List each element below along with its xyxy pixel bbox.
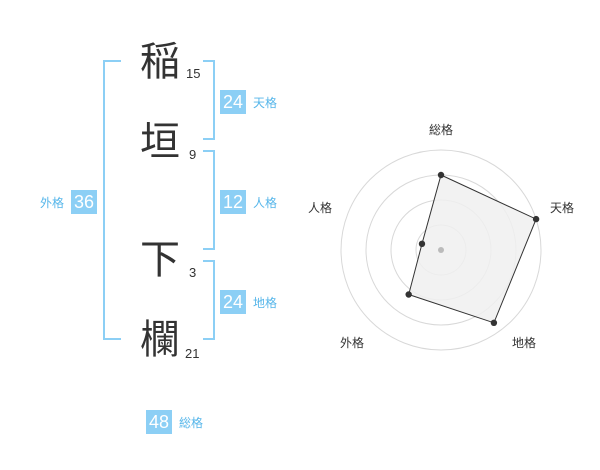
given-char-2-strokes: 21 — [185, 346, 200, 361]
soukaku-value: 48 — [146, 410, 173, 434]
given-char-1-strokes: 3 — [189, 265, 197, 280]
soukaku-label: 総格 — [179, 416, 204, 430]
fortune-radar-chart: 総格 天格 地格 外格 人格 — [308, 122, 574, 351]
radar-center-dot — [438, 247, 444, 253]
surname-char-2-strokes: 9 — [189, 147, 197, 162]
radar-point-0 — [437, 171, 445, 179]
given-char-1: 下 — [140, 237, 180, 283]
radar-axis-label-chikaku: 地格 — [512, 335, 536, 350]
radar-axis-label-soukaku: 総格 — [429, 122, 453, 137]
tenkaku-label: 天格 — [253, 96, 278, 110]
jinkaku-value: 12 — [220, 190, 247, 214]
radar-polygon — [408, 174, 537, 324]
gaikaku-value: 36 — [71, 190, 98, 214]
chikaku-label: 地格 — [253, 296, 278, 310]
surname-char-1-strokes: 15 — [186, 66, 201, 81]
surname-char-2: 垣 — [140, 119, 180, 165]
jinkaku-label: 人格 — [253, 196, 278, 210]
radar-point-1 — [532, 215, 540, 223]
radar-axis-label-tenkaku: 天格 — [550, 200, 574, 215]
jinkaku-bracket — [203, 150, 215, 250]
tenkaku-bracket — [203, 60, 215, 140]
radar-point-4 — [418, 240, 426, 248]
chikaku-bracket — [203, 260, 215, 340]
radar-points — [405, 171, 540, 327]
surname-char-1: 稲 — [140, 39, 180, 85]
gaikaku-label: 外格 — [40, 196, 65, 210]
radar-axis-label-gaikaku: 外格 — [340, 335, 364, 350]
radar-ring-4 — [340, 149, 542, 351]
given-char-2: 欄 — [140, 317, 180, 363]
tenkaku-value: 24 — [220, 90, 247, 114]
radar-point-3 — [405, 291, 412, 298]
gaikaku-bracket — [103, 60, 121, 340]
radar-axis-label-jinkaku: 人格 — [308, 200, 332, 215]
radar-point-2 — [490, 319, 498, 327]
chikaku-value: 24 — [220, 290, 247, 314]
